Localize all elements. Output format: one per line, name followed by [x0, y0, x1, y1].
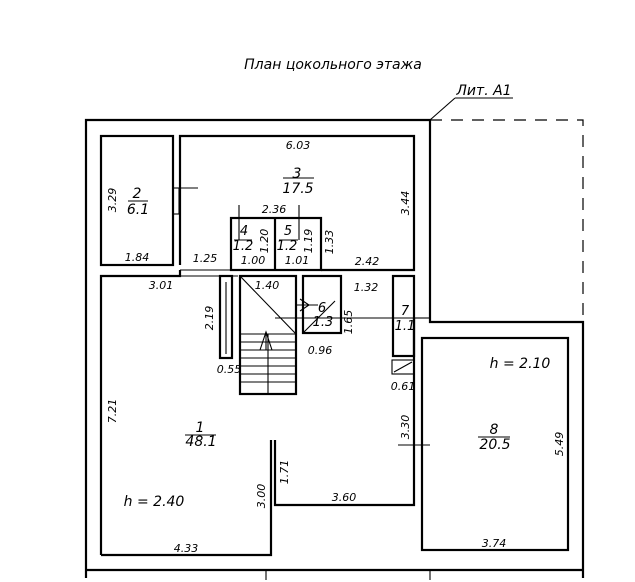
room-1	[99, 270, 416, 557]
dim-3-74: 3.74	[482, 537, 507, 550]
rooms-4-5	[229, 205, 323, 272]
room-5-number: 5	[284, 224, 292, 239]
room-1-number: 1	[196, 420, 205, 436]
dimension-labels-vertical: 3.29 3.44 1.20 1.19 1.33 2.19 1.65 7.21 …	[106, 188, 566, 509]
room-3-number: 3	[293, 166, 302, 182]
dim-4-33: 4.33	[174, 542, 199, 555]
plan-title: План цокольного этажа	[244, 57, 422, 73]
dim-0-96: 0.96	[308, 344, 333, 357]
room-2-area: 6.1	[127, 202, 149, 218]
room-4-area: 1.2	[233, 239, 254, 254]
dim-1-00: 1.00	[241, 254, 266, 267]
room-1-area: 48.1	[185, 434, 216, 450]
staircase	[238, 274, 298, 396]
dim-1-19: 1.19	[302, 229, 315, 254]
partition-left	[218, 274, 234, 360]
room-7	[391, 274, 430, 375]
room-8-number: 8	[490, 422, 499, 438]
dim-2-19: 2.19	[203, 306, 216, 331]
dim-6-03: 6.03	[286, 139, 311, 152]
room-4-number: 4	[240, 224, 248, 239]
dim-2-36: 2.36	[262, 203, 287, 216]
room-5-area: 1.2	[277, 239, 298, 254]
dim-3-30: 3.30	[399, 415, 412, 440]
dim-1-25: 1.25	[193, 252, 218, 265]
dim-3-00: 3.00	[255, 484, 268, 509]
room-6-area: 1.3	[313, 315, 334, 330]
room-6	[295, 274, 414, 335]
room-7-area: 1.1	[395, 319, 416, 334]
annex-dashed-outline	[430, 119, 584, 322]
outer-walls	[84, 118, 585, 580]
room-labels: 2 6.1 3 17.5 4 1.2 5 1.2 6 1.3 7 1.1 1 4…	[124, 166, 551, 510]
dimension-labels: 6.03 1.84 2.36 1.00 1.01 1.25 2.42 3.01 …	[125, 139, 507, 555]
room-2	[99, 134, 198, 267]
lit-label: Лит. А1	[455, 83, 511, 99]
dim-3-44: 3.44	[399, 191, 412, 216]
lit-callout: Лит. А1	[429, 83, 513, 121]
dim-1-01: 1.01	[285, 254, 310, 267]
dim-3-01: 3.01	[149, 279, 174, 292]
dim-1-33: 1.33	[323, 230, 336, 255]
dim-2-42: 2.42	[355, 255, 380, 268]
dim-0-55: 0.55	[217, 363, 242, 376]
room-7-number: 7	[401, 304, 410, 319]
dim-1-84: 1.84	[125, 251, 150, 264]
dim-0-61: 0.61	[391, 380, 416, 393]
dim-1-20: 1.20	[258, 229, 271, 254]
room-2-number: 2	[133, 186, 142, 202]
dim-3-29: 3.29	[106, 188, 119, 213]
room-8-height: h = 2.10	[490, 356, 551, 372]
dim-1-65: 1.65	[342, 310, 355, 335]
dim-3-60: 3.60	[332, 491, 357, 504]
dim-1-71: 1.71	[278, 460, 291, 485]
room-8-area: 20.5	[479, 437, 510, 453]
dim-5-49: 5.49	[553, 432, 566, 457]
room-8	[398, 336, 570, 552]
dim-1-40: 1.40	[255, 279, 280, 292]
room-3-area: 17.5	[282, 181, 313, 197]
room-3	[178, 134, 416, 272]
room-6-number: 6	[318, 301, 326, 316]
dim-7-21: 7.21	[106, 399, 119, 424]
dim-1-32: 1.32	[354, 281, 379, 294]
room-1-height: h = 2.40	[124, 494, 185, 510]
